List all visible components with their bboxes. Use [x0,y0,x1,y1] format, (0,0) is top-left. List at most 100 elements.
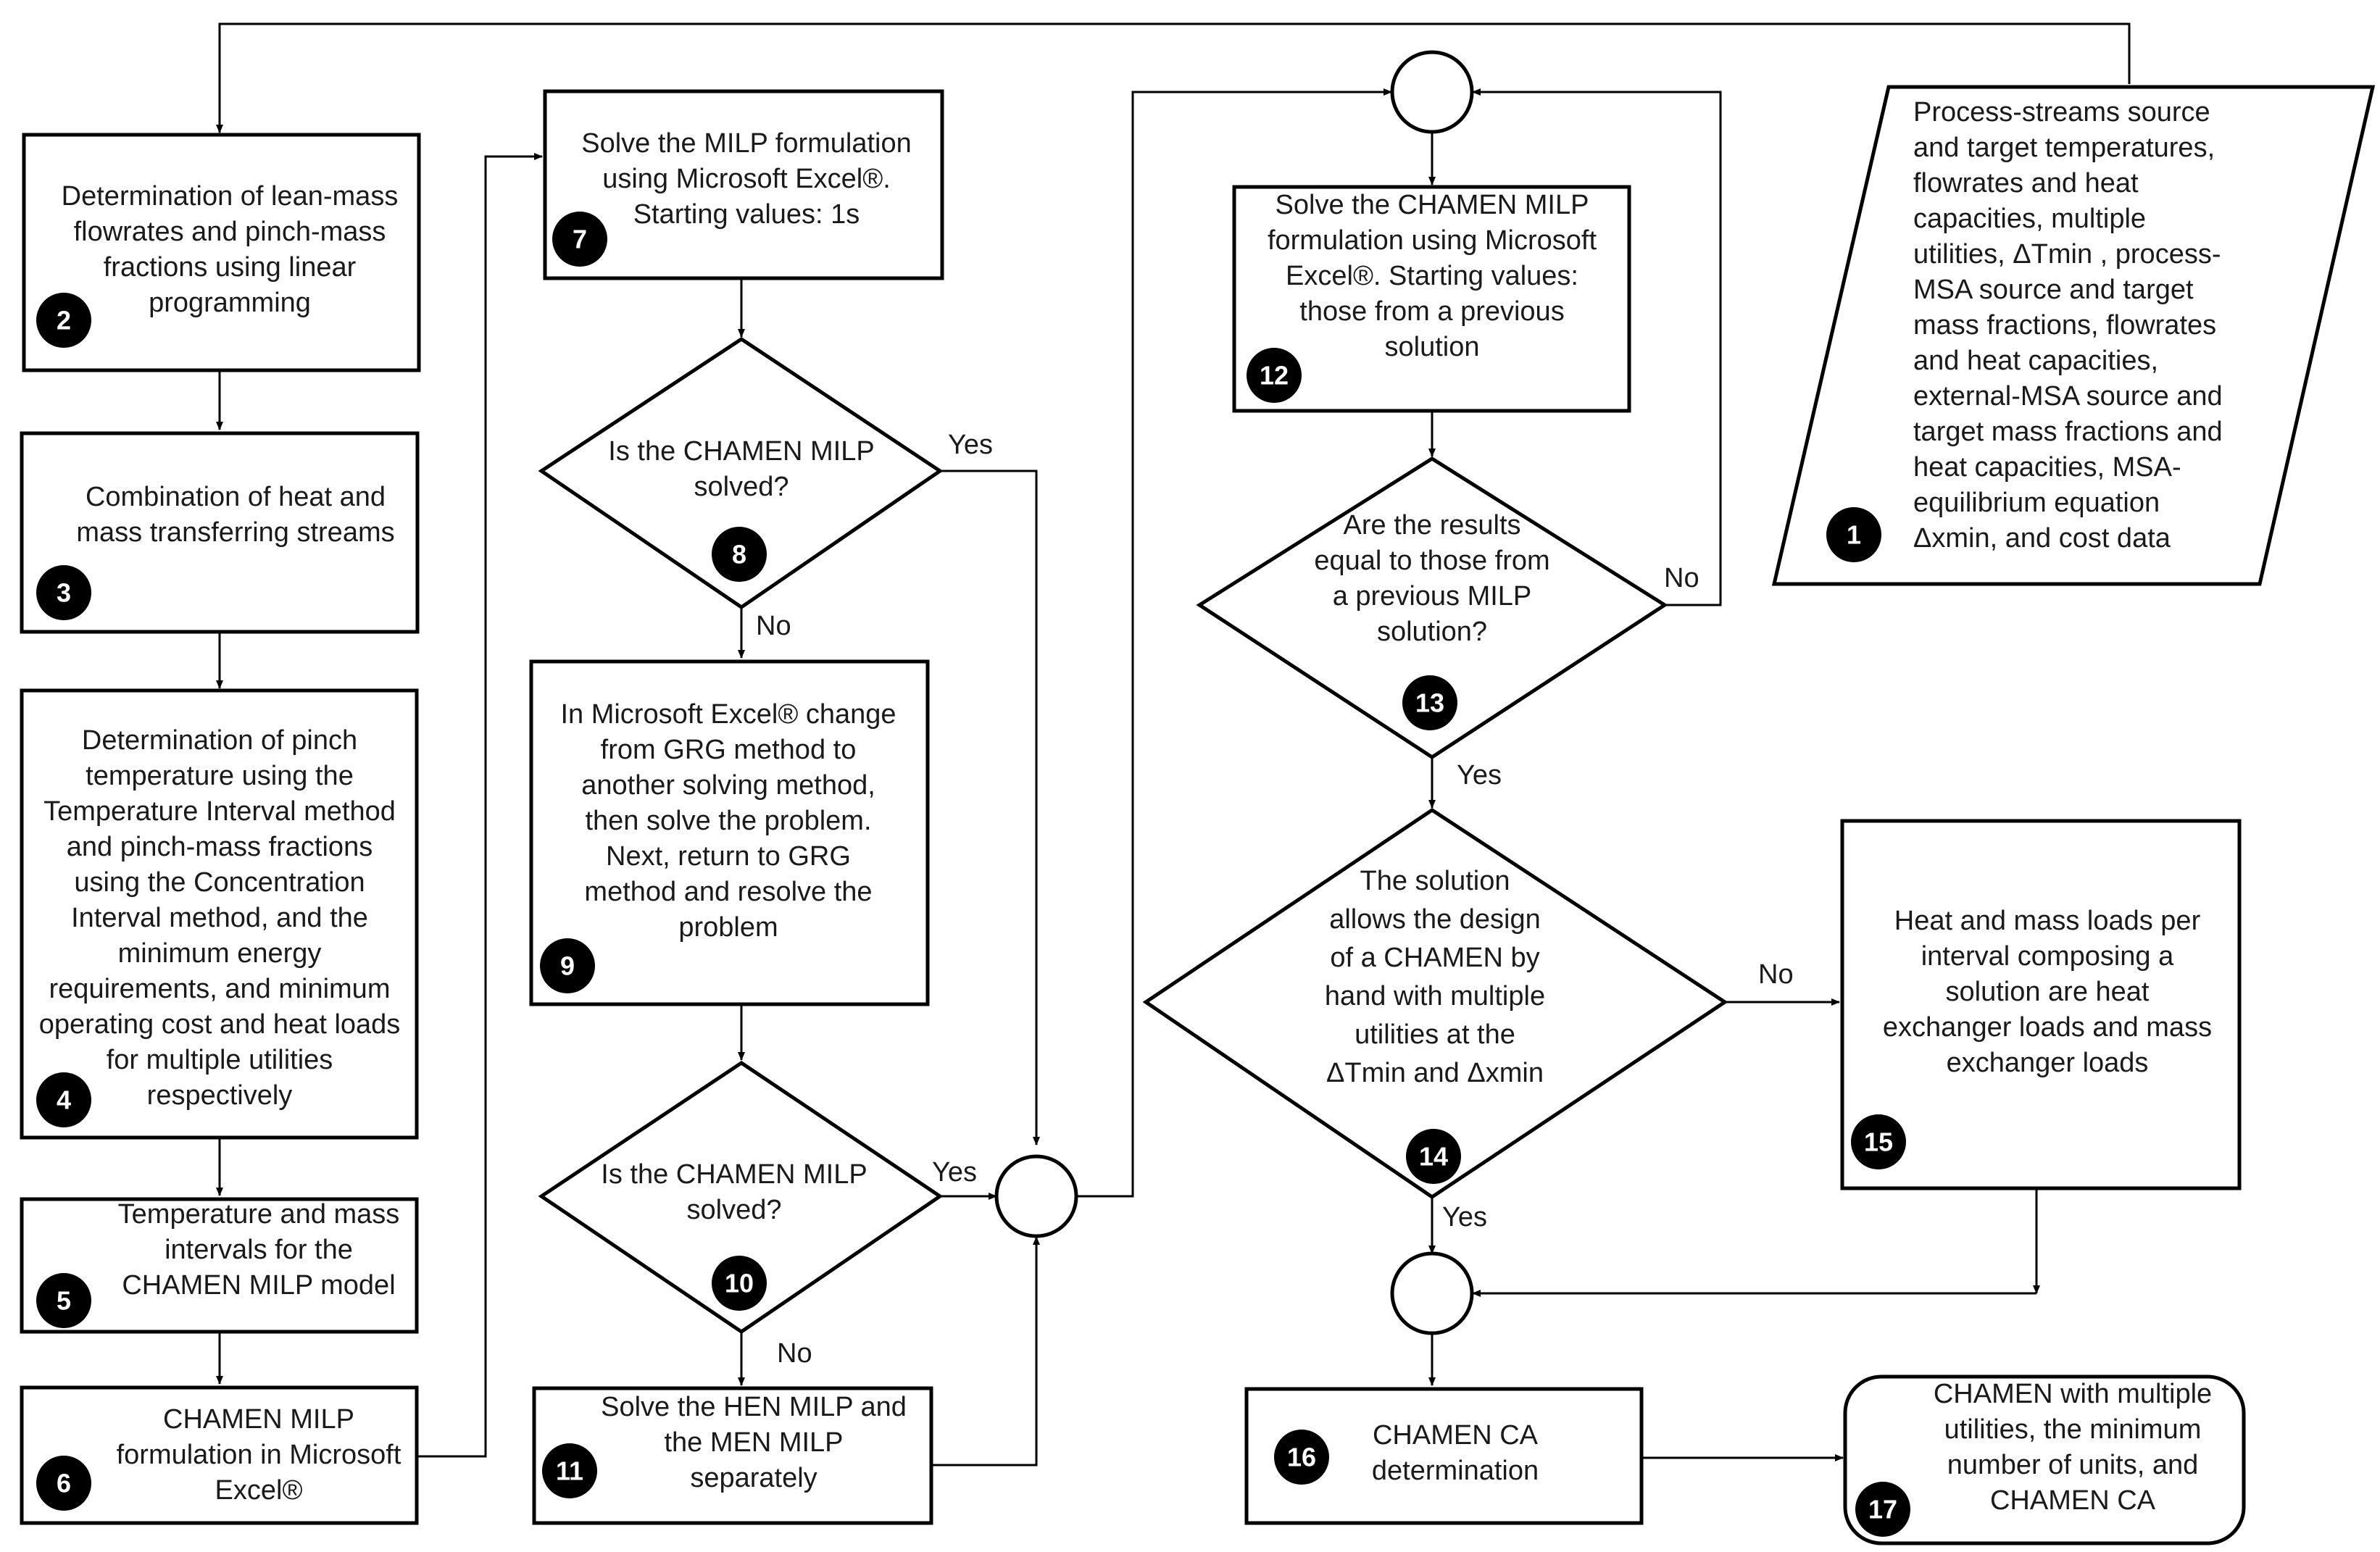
edge-label-13-no: No [1664,563,1699,593]
node-11: 11 Solve the HEN MILP and the MEN MILP sep… [532,1386,933,1525]
n14-line: ΔTmin and Δxmin [1326,1058,1544,1088]
n8-line: Is the CHAMEN MILP [608,436,874,467]
node-15-number: 15 [1864,1127,1893,1157]
node-12-text: Solve the CHAMEN MILP formulation using M… [1268,190,1597,362]
n11-line: the MEN MILP [664,1427,843,1458]
n15-line: interval composing a [1921,941,2174,972]
n12-line: formulation using Microsoft [1268,225,1597,256]
node-5-number: 5 [57,1286,71,1316]
n4-line: minimum energy [118,938,322,969]
node-17-text: CHAMEN with multiple utilities, the minim… [1934,1379,2212,1516]
node-1-number: 1 [1847,520,1861,550]
top-junction-circle [1390,50,1474,134]
n4-line: Determination of pinch [82,725,357,756]
bottom-junction-circle [1390,1251,1474,1335]
edge-label-8-no: No [756,611,791,641]
n2-line: flowrates and pinch-mass [74,217,386,247]
n15-line: Heat and mass loads per [1894,906,2201,936]
n1-line: and target temperatures, [1913,133,2215,163]
n17-line: CHAMEN with multiple [1934,1379,2212,1409]
n5-line: CHAMEN MILP model [122,1270,395,1301]
n5-line: intervals for the [165,1235,353,1265]
n1-line: Process-streams source [1913,97,2210,128]
n12-line: those from a previous [1299,296,1564,327]
n10-line: Is the CHAMEN MILP [601,1159,867,1190]
n6-line: Excel® [215,1475,303,1506]
node-11-text: Solve the HEN MILP and the MEN MILP separa… [601,1392,907,1493]
connector-merge-to-top-join [1077,88,1392,1198]
n13-line: a previous MILP [1333,581,1532,612]
n7-line: using Microsoft Excel®. [602,164,891,194]
node-13: 13 Are the results equal to those from a p… [1196,456,1668,759]
n9-line: from GRG method to [601,735,857,765]
n11-line: separately [690,1463,817,1493]
n13-line: equal to those from [1314,546,1549,576]
n6-line: CHAMEN MILP [163,1404,354,1435]
n14-line: of a CHAMEN by [1330,943,1539,973]
n3-line: mass transferring streams [76,517,394,548]
edge-label-10-no: No [777,1338,812,1369]
n15-line: exchanger loads and mass [1883,1012,2212,1043]
n1-line: target mass fractions and [1913,417,2223,447]
n2-line: programming [149,288,311,318]
n4-line: temperature using the [86,761,354,791]
node-13-number: 13 [1415,688,1444,718]
n9-line: problem [678,912,778,943]
node-11-number: 11 [556,1456,583,1486]
node-1: 1 Process-streams source and target tempe… [1771,85,2376,586]
node-15-text: Heat and mass loads per interval composin… [1883,906,2212,1078]
n1-line: equilibrium equation [1913,488,2160,518]
edge-label-13-yes: Yes [1457,760,1502,790]
n2-line: fractions using linear [104,252,357,283]
n7-line: Starting values: 1s [633,199,860,230]
n17-line: utilities, the minimum [1944,1414,2202,1445]
node-6-number: 6 [57,1469,71,1498]
edge-label-14-yes: Yes [1442,1202,1487,1232]
connector-13-no-loop [1472,88,1722,606]
n13-line: Are the results [1344,510,1521,541]
n4-line: Temperature Interval method [43,796,396,827]
n4-line: requirements, and minimum [49,974,391,1004]
node-7-text: Solve the MILP formulation using Microsof… [581,128,912,230]
n11-line: Solve the HEN MILP and [601,1392,907,1422]
node-3-text: Combination of heat and mass transferring… [76,482,394,548]
n1-line: heat capacities, MSA- [1913,452,2181,483]
connectors [216,22,2131,1467]
n4-line: respectively [147,1080,293,1111]
node-4-number: 4 [57,1085,71,1115]
node-17: 17 CHAMEN with multiple utilities, the mi… [1843,1374,2246,1545]
node-8-number: 8 [732,540,746,570]
n9-line: another solving method, [581,770,875,801]
n1-line: flowrates and heat [1913,168,2139,199]
node-13-text: Are the results equal to those from a prev… [1314,510,1549,647]
n12-line: Solve the CHAMEN MILP [1276,190,1589,220]
n1-line: mass fractions, flowrates [1913,310,2216,341]
n12-line: solution [1385,332,1480,362]
n14-line: utilities at the [1355,1019,1515,1050]
node-12-number: 12 [1260,361,1289,391]
n15-line: exchanger loads [1947,1048,2149,1078]
n3-line: Combination of heat and [86,482,386,512]
n7-line: Solve the MILP formulation [581,128,912,159]
n4-line: Interval method, and the [71,903,368,933]
n1-line: external-MSA source and [1913,381,2223,412]
node-17-number: 17 [1868,1495,1897,1524]
n9-line: method and resolve the [584,877,872,907]
n1-line: utilities, ΔTmin , process- [1913,239,2221,270]
connector-1-to-2 [216,22,2131,133]
